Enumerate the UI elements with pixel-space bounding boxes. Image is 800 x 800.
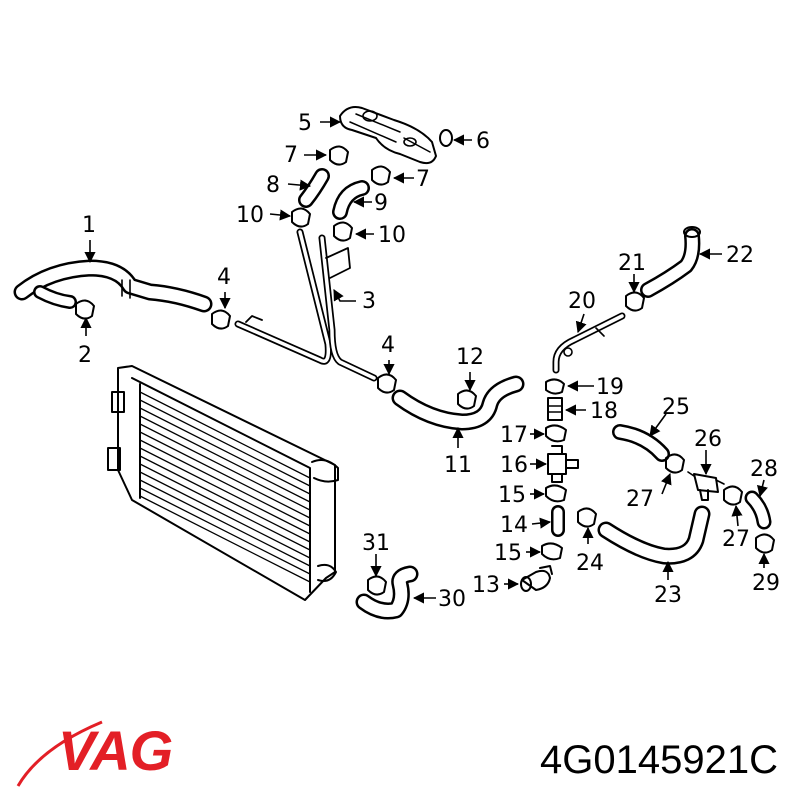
callout-4-left: 4: [217, 265, 231, 290]
clamp-31: [367, 575, 387, 596]
callout-22: 22: [726, 243, 754, 268]
clamp-4-left: [211, 309, 231, 330]
callout-27-right: 27: [722, 527, 750, 552]
brand-swoosh-icon: [16, 720, 103, 787]
callout-14: 14: [500, 513, 528, 538]
callout-15-upper: 15: [498, 483, 526, 508]
callout-2: 2: [78, 343, 92, 368]
callout-11: 11: [444, 453, 472, 478]
callout-5: 5: [298, 111, 312, 136]
callout-1: 1: [82, 213, 96, 238]
clamp-15-lower: [541, 542, 563, 561]
hose-30: [355, 565, 419, 620]
callout-12: 12: [456, 345, 484, 370]
callout-18: 18: [590, 399, 618, 424]
clamp-29: [755, 533, 775, 554]
hose-22: [640, 226, 701, 298]
clamp-10-right: [333, 221, 353, 242]
callout-24: 24: [576, 551, 604, 576]
clamp-7-right: [371, 165, 391, 186]
callout-17: 17: [500, 423, 528, 448]
clamp-27-left: [665, 453, 685, 474]
callout-13: 13: [472, 573, 500, 598]
clamp-17: [545, 424, 567, 443]
tee-16: [547, 445, 579, 483]
hose-23: [597, 505, 711, 565]
callout-28: 28: [750, 457, 778, 482]
callout-7-right: 7: [416, 167, 430, 192]
clamp-7-left: [329, 145, 349, 166]
callout-25: 25: [662, 395, 690, 420]
clamp-12: [457, 389, 477, 410]
callout-15-lower: 15: [494, 541, 522, 566]
callout-7-left: 7: [284, 143, 298, 168]
callout-9: 9: [374, 191, 388, 216]
flange-5: [339, 106, 437, 165]
clamp-21: [625, 291, 645, 312]
hose-11: [391, 375, 525, 431]
radiator: [107, 365, 339, 601]
clamp-2: [75, 299, 95, 320]
callout-21: 21: [618, 251, 646, 276]
hose-1: [13, 259, 213, 313]
callout-8: 8: [266, 173, 280, 198]
o-ring-6: [439, 129, 453, 147]
callout-16: 16: [500, 453, 528, 478]
clamp-10-left: [291, 207, 311, 228]
clamp-19: [545, 378, 565, 395]
callout-23: 23: [654, 583, 682, 608]
clamp-24: [577, 507, 597, 528]
callout-29: 29: [752, 571, 780, 596]
callout-6: 6: [476, 129, 490, 154]
callout-26: 26: [694, 427, 722, 452]
hose-25: [612, 424, 670, 462]
callout-19: 19: [596, 375, 624, 400]
clamp-4-right: [377, 373, 397, 394]
part-number: 4G0145921C: [540, 738, 778, 782]
callout-10-left: 10: [236, 203, 264, 228]
callout-31: 31: [362, 531, 390, 556]
clamp-27-right: [723, 485, 743, 506]
hose-28: [744, 490, 772, 530]
leader-lines: [80, 116, 770, 604]
connector-13: [520, 565, 553, 592]
connector-26: [687, 471, 725, 501]
pipe-3: [234, 228, 378, 382]
hose-8: [298, 168, 330, 208]
hose-9: [332, 180, 370, 220]
callout-numbers: 1 2 3 4 4 5 6 7 7 8 9 10 10 11 12 13 14 …: [78, 111, 780, 612]
callout-20: 20: [568, 289, 596, 314]
callout-4-right: 4: [381, 333, 395, 358]
callout-30: 30: [438, 587, 466, 612]
callout-10-right: 10: [378, 223, 406, 248]
clamp-15-upper: [545, 484, 567, 503]
callout-3: 3: [362, 289, 376, 314]
pipe-20: [552, 312, 626, 374]
callout-27-left: 27: [626, 487, 654, 512]
brand-logo: VAG: [58, 719, 173, 782]
connector-18: [547, 397, 563, 421]
